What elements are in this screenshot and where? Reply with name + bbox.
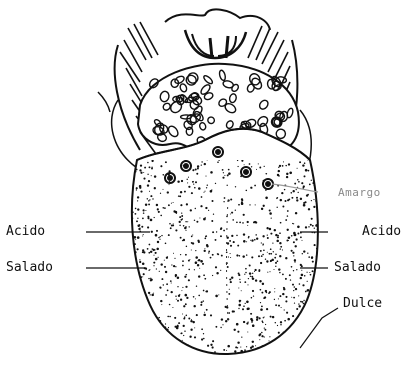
dulce-leader — [300, 308, 338, 348]
label-acido-left: Acido — [6, 225, 45, 238]
tongue-body — [127, 129, 325, 359]
label-amargo: Amargo — [338, 187, 381, 198]
label-salado-left: Salado — [6, 261, 53, 274]
label-acido-right: Acido — [362, 225, 401, 238]
label-salado-right: Salado — [334, 261, 381, 274]
epiglottis-group — [165, 9, 270, 58]
label-dulce: Dulce — [343, 297, 382, 310]
